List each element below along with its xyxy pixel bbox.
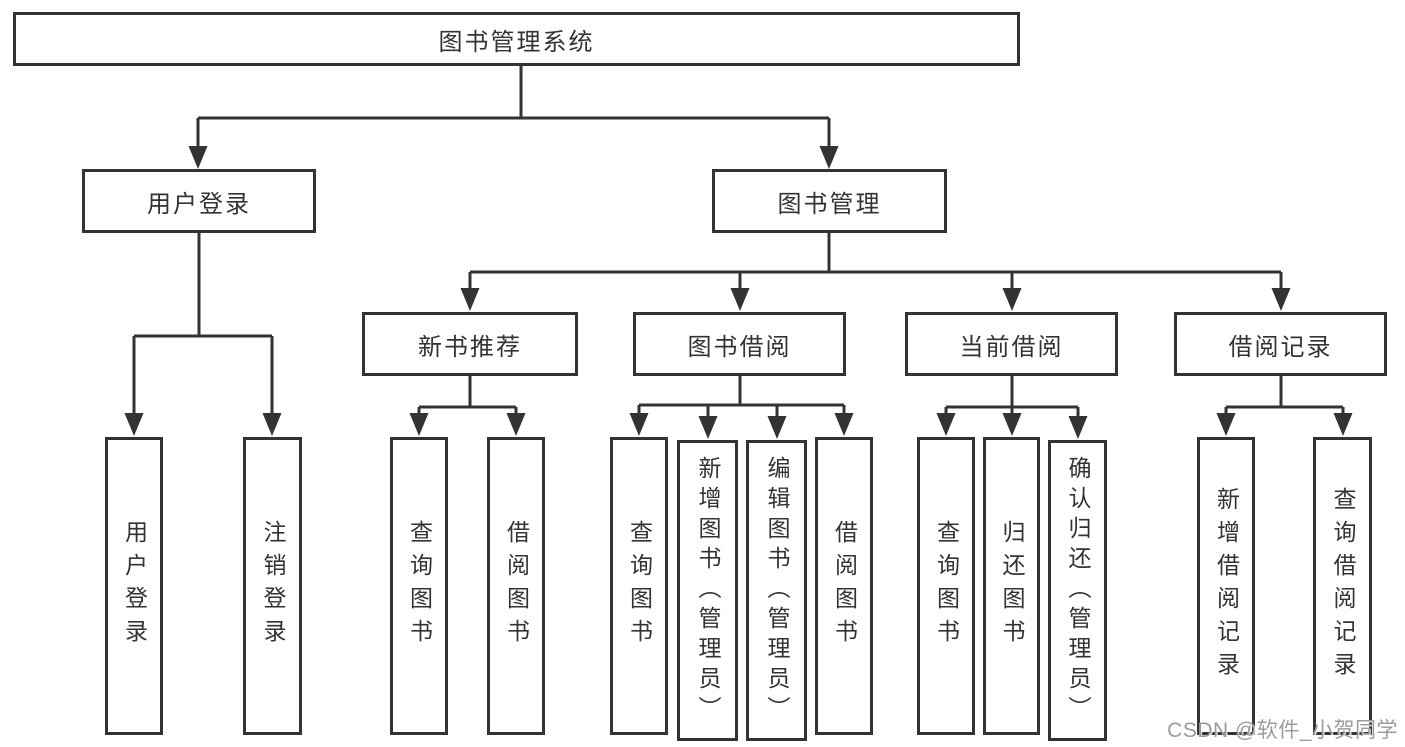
leaf-query-books-recommend: 查询图书: [390, 437, 448, 735]
leaf-logout: 注销登录: [243, 437, 302, 735]
csdn-watermark: CSDN @软件_小贺同学: [1167, 719, 1398, 742]
leaf-borrow-books-recommend: 借阅图书: [487, 437, 545, 735]
arrow-stems: [132, 118, 1345, 417]
leaf-label: 查询图书: [933, 520, 960, 652]
leaf-edit-books-admin: 编辑图书（管理员）: [746, 440, 807, 741]
arrowhead-icon: [629, 413, 649, 436]
leaf-label: 查询借阅记录: [1330, 487, 1356, 685]
leaf-add-borrow-record: 新增借阅记录: [1197, 437, 1255, 735]
leaf-confirm-return-admin: 确认归还（管理员）: [1048, 440, 1107, 741]
arrowhead-icon: [730, 288, 750, 311]
leaf-label: 借阅图书: [831, 520, 858, 652]
leaf-label: 确认归还（管理员）: [1065, 455, 1091, 726]
leaf-label: 归还图书: [999, 520, 1025, 652]
node-book-borrowing: 图书借阅: [633, 312, 846, 376]
leaf-add-books-admin: 新增图书（管理员）: [677, 440, 738, 741]
arrowhead-icon: [1216, 413, 1236, 436]
node-book-management: 图书管理: [712, 169, 947, 233]
arrowhead-icon: [1002, 288, 1022, 311]
leaf-label: 新增图书（管理员）: [695, 455, 721, 726]
leaf-label: 借阅图书: [503, 520, 530, 652]
connector-rails: [134, 64, 1343, 409]
leaf-label: 查询图书: [626, 520, 653, 652]
leaf-label: 编辑图书（管理员）: [764, 455, 790, 726]
arrowhead-icon: [124, 413, 144, 436]
arrowhead-icons: [124, 146, 1353, 439]
leaf-user-login: 用户登录: [105, 437, 163, 735]
leaf-label: 查询图书: [406, 520, 433, 652]
node-user-login: 用户登录: [82, 169, 316, 233]
node-current-borrowing: 当前借阅: [905, 312, 1118, 376]
arrowhead-icon: [936, 413, 956, 436]
arrowhead-icon: [1333, 413, 1353, 436]
arrowhead-icon: [506, 413, 526, 436]
node-new-book-recommendation: 新书推荐: [362, 312, 578, 376]
node-borrowing-records: 借阅记录: [1174, 312, 1387, 376]
arrowhead-icon: [1271, 288, 1291, 311]
leaf-query-books-current: 查询图书: [917, 437, 975, 735]
arrowhead-icon: [698, 416, 718, 439]
arrowhead-icon: [262, 413, 282, 436]
leaf-return-books: 归还图书: [983, 437, 1040, 735]
arrowhead-icon: [1068, 416, 1088, 439]
arrowhead-icon: [834, 413, 854, 436]
leaf-borrow-books: 借阅图书: [815, 437, 873, 735]
arrowhead-icon: [188, 146, 208, 169]
arrowhead-icon: [460, 288, 480, 311]
node-library-management-system: 图书管理系统: [13, 12, 1020, 66]
leaf-label: 用户登录: [121, 520, 148, 652]
leaf-label: 新增借阅记录: [1213, 487, 1240, 685]
leaf-query-borrow-record: 查询借阅记录: [1313, 437, 1372, 735]
arrowhead-icon: [1002, 413, 1022, 436]
arrowhead-icon: [409, 413, 429, 436]
arrowhead-icon: [819, 146, 839, 169]
arrowhead-icon: [767, 416, 787, 439]
leaf-label: 注销登录: [260, 520, 286, 652]
leaf-query-books-borrow: 查询图书: [610, 437, 668, 735]
